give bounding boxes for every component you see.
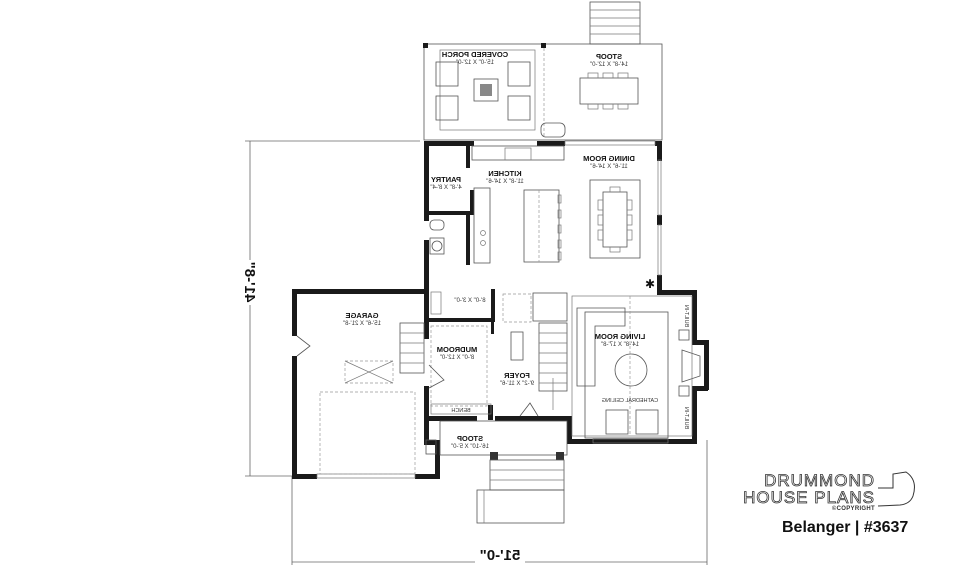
dimension-lines bbox=[245, 140, 708, 565]
garage-fixtures bbox=[296, 322, 437, 475]
living-room-name: LIVING ROOM bbox=[595, 332, 645, 341]
living-furniture bbox=[571, 295, 693, 439]
foyer-stairs bbox=[502, 292, 568, 417]
mudroom-size: 8'-0" X 12'-0" bbox=[440, 355, 475, 361]
overall-width-label: 51'-0" bbox=[480, 547, 521, 564]
covered-porch-size: 15'-0" X 12'-0" bbox=[456, 60, 494, 66]
svg-text:✱: ✱ bbox=[645, 277, 655, 291]
front-stoop-name: STOOP bbox=[457, 434, 483, 443]
front-stoop bbox=[439, 420, 568, 524]
closet bbox=[430, 291, 442, 315]
kitchen-size: 11'-8" X 14'-6" bbox=[486, 179, 523, 185]
rear-stairs bbox=[589, 1, 641, 45]
garage-name: GARAGE bbox=[346, 311, 379, 320]
garage-size: 15'-6" X 21'-8" bbox=[343, 321, 381, 327]
brand-line-2: HOUSE PLANS bbox=[743, 488, 875, 507]
cathedral-ceiling-note: CATHEDRAL CEILING bbox=[602, 398, 658, 404]
mudroom-name: MUDROOM bbox=[437, 345, 477, 354]
closet-size: 8'-0" X 3'-0" bbox=[454, 298, 485, 304]
mudroom-fixtures bbox=[428, 325, 492, 415]
foyer-name: FOYER bbox=[504, 371, 530, 380]
overall-depth-label: 41'-8" bbox=[241, 262, 258, 303]
rear-stoop-name: STOOP bbox=[596, 52, 622, 61]
brand-copyright: ©COPYRIGHT bbox=[831, 506, 875, 512]
porch-outline bbox=[423, 43, 663, 141]
rear-stoop-size: 14'-8" X 12'-0" bbox=[590, 62, 628, 68]
covered-porch-name: COVERED PORCH bbox=[442, 50, 508, 59]
built-in-top-note: BUILT-IN bbox=[683, 305, 689, 327]
built-in-bottom-note: BUILT-IN bbox=[683, 407, 689, 429]
bench-note: BENCH bbox=[451, 408, 470, 414]
living-room-size: 14'-8" X 17'-8" bbox=[601, 342, 639, 348]
kitchen-fixtures bbox=[429, 145, 565, 265]
kitchen-name: KITCHEN bbox=[488, 169, 521, 178]
pantry-name: PANTRY bbox=[431, 175, 461, 184]
plan-title: Belanger | #3637 bbox=[782, 519, 909, 536]
brand-line-1: DRUMMOND bbox=[764, 471, 875, 490]
dining-furniture: ✱ bbox=[589, 179, 655, 291]
foyer-size: 9'-2" X 11'-6" bbox=[500, 381, 534, 387]
front-stoop-size: 16'-10" X 5'-0" bbox=[451, 444, 489, 450]
pantry-size: 4'-8" X 8'-4" bbox=[430, 185, 461, 191]
brand-block: DRUMMOND HOUSE PLANS ©COPYRIGHT bbox=[740, 472, 875, 512]
brand-logo-icon bbox=[877, 471, 915, 507]
dining-room-name: DINING ROOM bbox=[583, 154, 635, 163]
exterior-walls bbox=[292, 140, 709, 479]
dining-room-size: 11'-6" X 14'-6" bbox=[590, 164, 627, 170]
